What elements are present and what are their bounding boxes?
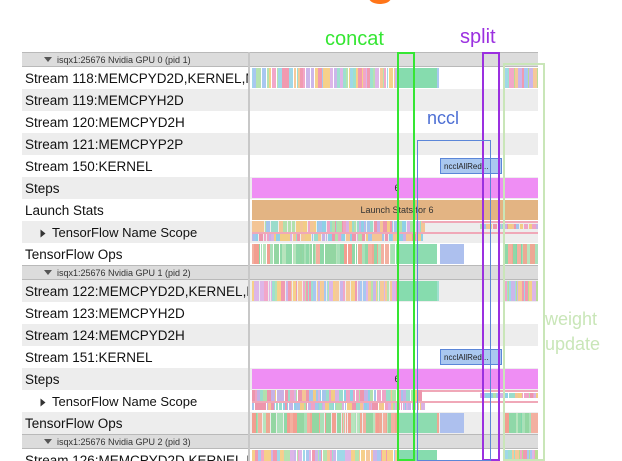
track-row[interactable]: Stream 150:KERNEL ncclAllRed... bbox=[22, 155, 538, 177]
track-content[interactable] bbox=[252, 111, 538, 133]
track-content[interactable]: ncclAllRed... bbox=[252, 346, 538, 368]
track-content[interactable] bbox=[252, 324, 538, 346]
track-row[interactable]: Stream 124:MEMCPYD2H bbox=[22, 324, 538, 346]
track-label: Steps bbox=[25, 371, 60, 387]
track-content[interactable] bbox=[252, 243, 538, 265]
track-row[interactable]: Steps 6 bbox=[22, 368, 538, 390]
track-label: TensorFlow Ops bbox=[25, 246, 123, 262]
track-content[interactable] bbox=[252, 133, 538, 155]
trace-tracks[interactable]: isqx1:25676 Nvidia GPU 0 (pid 1) Stream 1… bbox=[22, 52, 538, 461]
annotation-nccl: nccl bbox=[427, 108, 460, 128]
track-label: Stream 124:MEMCPYD2H bbox=[25, 327, 185, 343]
track-row[interactable]: TensorFlow Ops bbox=[22, 243, 538, 265]
track-label: Stream 120:MEMCPYD2H bbox=[25, 114, 185, 130]
steps-event[interactable]: 6 bbox=[252, 369, 538, 389]
track-content[interactable]: 6 bbox=[252, 368, 538, 390]
track-row[interactable]: TensorFlow Name Scope bbox=[22, 390, 538, 412]
group-header-2[interactable]: isqx1:25676 Nvidia GPU 2 (pid 3) bbox=[22, 434, 538, 449]
track-row[interactable]: TensorFlow Name Scope bbox=[22, 221, 538, 243]
track-row[interactable]: Stream 119:MEMCPYH2D bbox=[22, 89, 538, 111]
track-label: TensorFlow Ops bbox=[25, 415, 123, 431]
track-label: Stream 123:MEMCPYH2D bbox=[25, 305, 185, 321]
track-row[interactable]: Stream 123:MEMCPYH2D bbox=[22, 302, 538, 324]
group-header-label: isqx1:25676 Nvidia GPU 2 (pid 3) bbox=[57, 436, 191, 447]
expand-triangle-icon[interactable] bbox=[40, 229, 46, 238]
track-content[interactable] bbox=[252, 67, 538, 89]
track-label: Launch Stats bbox=[25, 202, 104, 218]
track-content[interactable] bbox=[252, 302, 538, 324]
group-header-label: isqx1:25676 Nvidia GPU 1 (pid 2) bbox=[57, 267, 191, 278]
expand-triangle-icon[interactable] bbox=[40, 398, 46, 407]
track-row[interactable]: TensorFlow Ops bbox=[22, 412, 538, 434]
annotation-weight-update-line2: update bbox=[545, 334, 601, 354]
nccl-event[interactable]: ncclAllRed... bbox=[440, 349, 502, 365]
panel-divider[interactable] bbox=[248, 52, 250, 461]
track-content[interactable]: 6 bbox=[252, 177, 538, 199]
track-label: Stream 121:MEMCPYP2P bbox=[25, 136, 184, 152]
track-row[interactable]: Stream 120:MEMCPYD2H bbox=[22, 111, 538, 133]
track-row[interactable]: Stream 126:MEMCPYD2D,KERNEL,MI bbox=[22, 449, 538, 461]
track-content[interactable] bbox=[252, 412, 538, 434]
track-row[interactable]: Stream 122:MEMCPYD2D,KERNEL,MI bbox=[22, 280, 538, 302]
launch-stats-event[interactable]: Launch Stats for 6 bbox=[252, 200, 538, 220]
track-label: TensorFlow Name Scope bbox=[22, 225, 248, 240]
track-label: Stream 150:KERNEL bbox=[25, 158, 153, 174]
track-content[interactable] bbox=[252, 390, 538, 412]
track-label: TensorFlow Name Scope bbox=[22, 394, 248, 409]
annotation-concat: concat bbox=[325, 28, 384, 50]
track-label: Stream 118:MEMCPYD2D,KERNEL,ME bbox=[25, 70, 248, 86]
nccl-event[interactable]: ncclAllRed... bbox=[440, 158, 502, 174]
track-content[interactable] bbox=[252, 221, 538, 243]
group-header-label: isqx1:25676 Nvidia GPU 0 (pid 1) bbox=[57, 54, 191, 65]
track-label: Stream 119:MEMCPYH2D bbox=[25, 92, 184, 108]
track-content[interactable] bbox=[252, 449, 538, 461]
orange-marker-icon bbox=[369, 0, 391, 4]
group-header-1[interactable]: isqx1:25676 Nvidia GPU 1 (pid 2) bbox=[22, 265, 538, 280]
steps-event[interactable]: 6 bbox=[252, 178, 538, 198]
track-content[interactable]: ncclAllRed... bbox=[252, 155, 538, 177]
track-content[interactable]: Launch Stats for 6 bbox=[252, 199, 538, 221]
group-header-0[interactable]: isqx1:25676 Nvidia GPU 0 (pid 1) bbox=[22, 52, 538, 67]
collapse-triangle-icon[interactable] bbox=[44, 270, 52, 275]
collapse-triangle-icon[interactable] bbox=[44, 57, 52, 62]
annotation-weight-update-line1: weight bbox=[545, 309, 598, 329]
track-label: Stream 122:MEMCPYD2D,KERNEL,MI bbox=[25, 283, 248, 299]
track-content[interactable] bbox=[252, 89, 538, 111]
annotation-split: split bbox=[460, 26, 496, 48]
track-content[interactable] bbox=[252, 280, 538, 302]
track-row[interactable]: Launch Stats Launch Stats for 6 bbox=[22, 199, 538, 221]
annotation-weight-update: weight update bbox=[545, 307, 600, 357]
track-row[interactable]: Stream 151:KERNEL ncclAllRed... bbox=[22, 346, 538, 368]
collapse-triangle-icon[interactable] bbox=[44, 439, 52, 444]
track-label: Stream 126:MEMCPYD2D,KERNEL,MI bbox=[25, 452, 248, 461]
track-row[interactable]: Stream 118:MEMCPYD2D,KERNEL,ME bbox=[22, 67, 538, 89]
track-label: Stream 151:KERNEL bbox=[25, 349, 153, 365]
track-label: Steps bbox=[25, 180, 60, 196]
track-row[interactable]: Steps 6 bbox=[22, 177, 538, 199]
track-row[interactable]: Stream 121:MEMCPYP2P bbox=[22, 133, 538, 155]
